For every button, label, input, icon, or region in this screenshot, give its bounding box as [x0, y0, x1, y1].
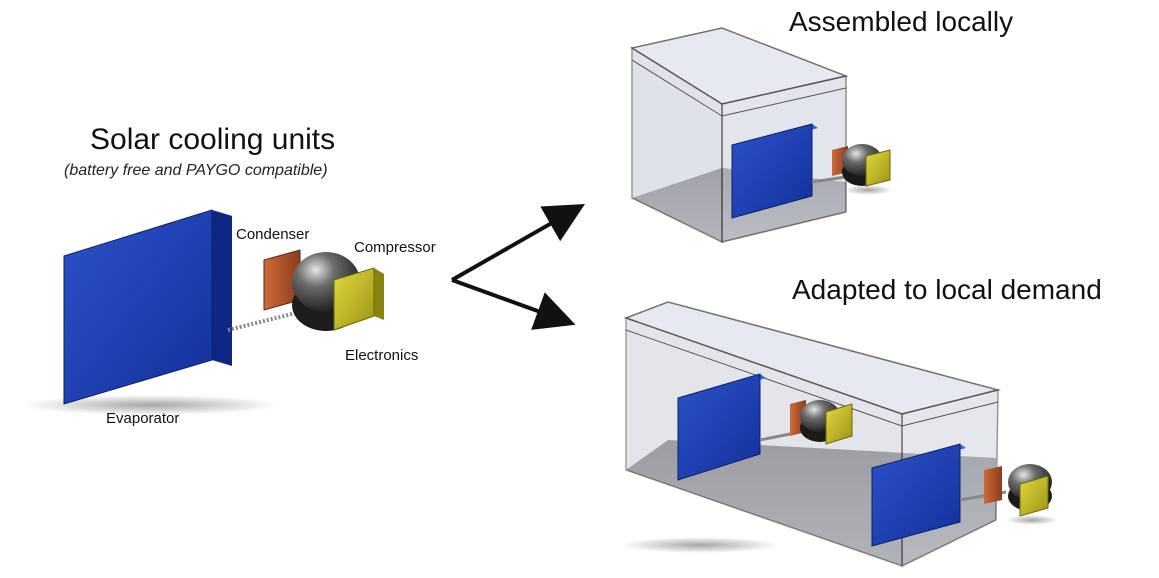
heading-adapted-to-local-demand: Adapted to local demand — [792, 274, 1102, 305]
adapted-unit — [620, 301, 1058, 568]
branch-arrows — [451, 204, 585, 330]
evaporator-panel — [63, 209, 232, 405]
label-electronics: Electronics — [345, 347, 419, 364]
assembled-unit — [630, 27, 892, 244]
electronics-box — [333, 267, 384, 331]
pipe — [227, 310, 301, 332]
heading-assembled-locally: Assembled locally — [789, 6, 1014, 37]
arrow-bottom — [451, 278, 576, 330]
main-subtitle: (battery free and PAYGO compatible) — [64, 162, 328, 179]
main-title: Solar cooling units — [90, 123, 336, 156]
label-compressor: Compressor — [354, 239, 436, 256]
label-evaporator: Evaporator — [106, 410, 180, 427]
label-condenser: Condenser — [236, 226, 310, 243]
main-unit — [20, 209, 384, 415]
arrow-top — [451, 204, 585, 282]
